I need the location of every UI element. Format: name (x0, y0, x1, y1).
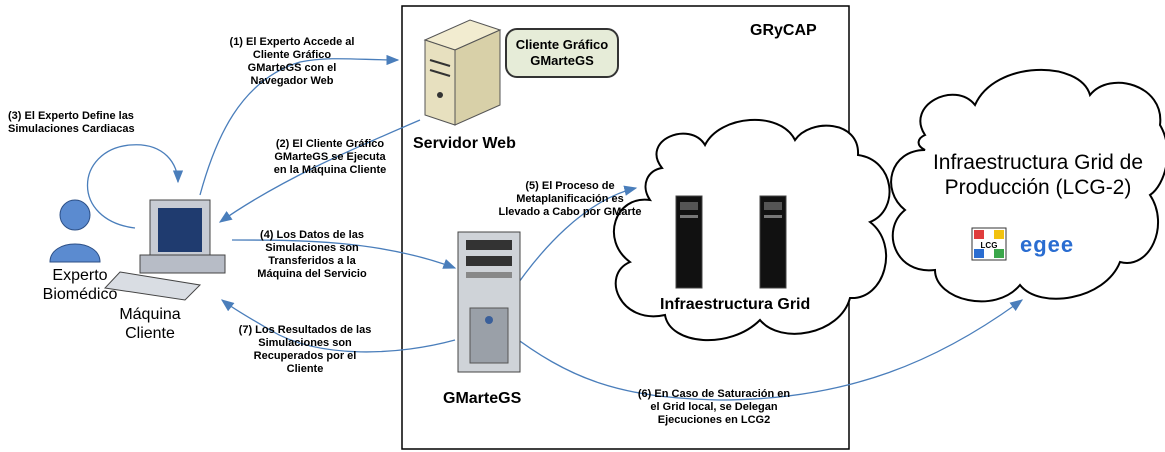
arrow-step7 (220, 299, 456, 353)
arrow-step4 (231, 239, 457, 269)
expert-label: Experto Biomédico (42, 267, 118, 303)
client-gui-node: Cliente Gráfico GMarteGS (505, 28, 619, 78)
grid-node-icon-1 (675, 195, 703, 289)
grid-node-icon-2 (759, 195, 787, 289)
step-4-label: (4) Los Datos de las Simulaciones son Tr… (257, 229, 367, 280)
step-7-label: (7) Los Resultados de las Simulaciones s… (238, 324, 372, 375)
step-1-label: (1) El Experto Accede al Cliente Gráfico… (229, 36, 355, 87)
expert-person-icon (49, 199, 101, 263)
web-server-icon (423, 19, 502, 126)
grycap-label: GRyCAP (750, 22, 817, 39)
lcg-logo-icon: LCG (971, 227, 1007, 261)
arrow-step1 (199, 54, 400, 196)
step-5-label: (5) El Proceso de Metaplanificación es L… (498, 180, 642, 218)
gmartegs-server-icon (457, 231, 521, 373)
production-grid-label: Infraestructura Grid de Producción (LCG-… (932, 151, 1144, 199)
client-pc-icon (103, 199, 226, 301)
arrow-step5 (509, 185, 638, 296)
step-3-label: (3) El Experto Define las Simulaciones C… (8, 110, 135, 135)
step-2-label: (2) El Cliente Gráfico GMarteGS se Ejecu… (273, 138, 387, 176)
arrow-step6 (504, 299, 1024, 401)
arrow-step3 (86, 144, 184, 229)
egee-logo: egee (1020, 232, 1075, 257)
step-6-label: (6) En Caso de Saturación en el Grid loc… (637, 388, 791, 426)
arrow-step2 (218, 119, 421, 223)
gmartegs-label: GMarteGS (443, 390, 522, 407)
grid-infra-label: Infraestructura Grid (660, 296, 811, 313)
svg-text:LCG: LCG (981, 241, 998, 250)
client-machine-label: Máquina Cliente (119, 306, 181, 342)
web-server-label: Servidor Web (413, 135, 516, 152)
production-grid-cloud (890, 69, 1165, 303)
